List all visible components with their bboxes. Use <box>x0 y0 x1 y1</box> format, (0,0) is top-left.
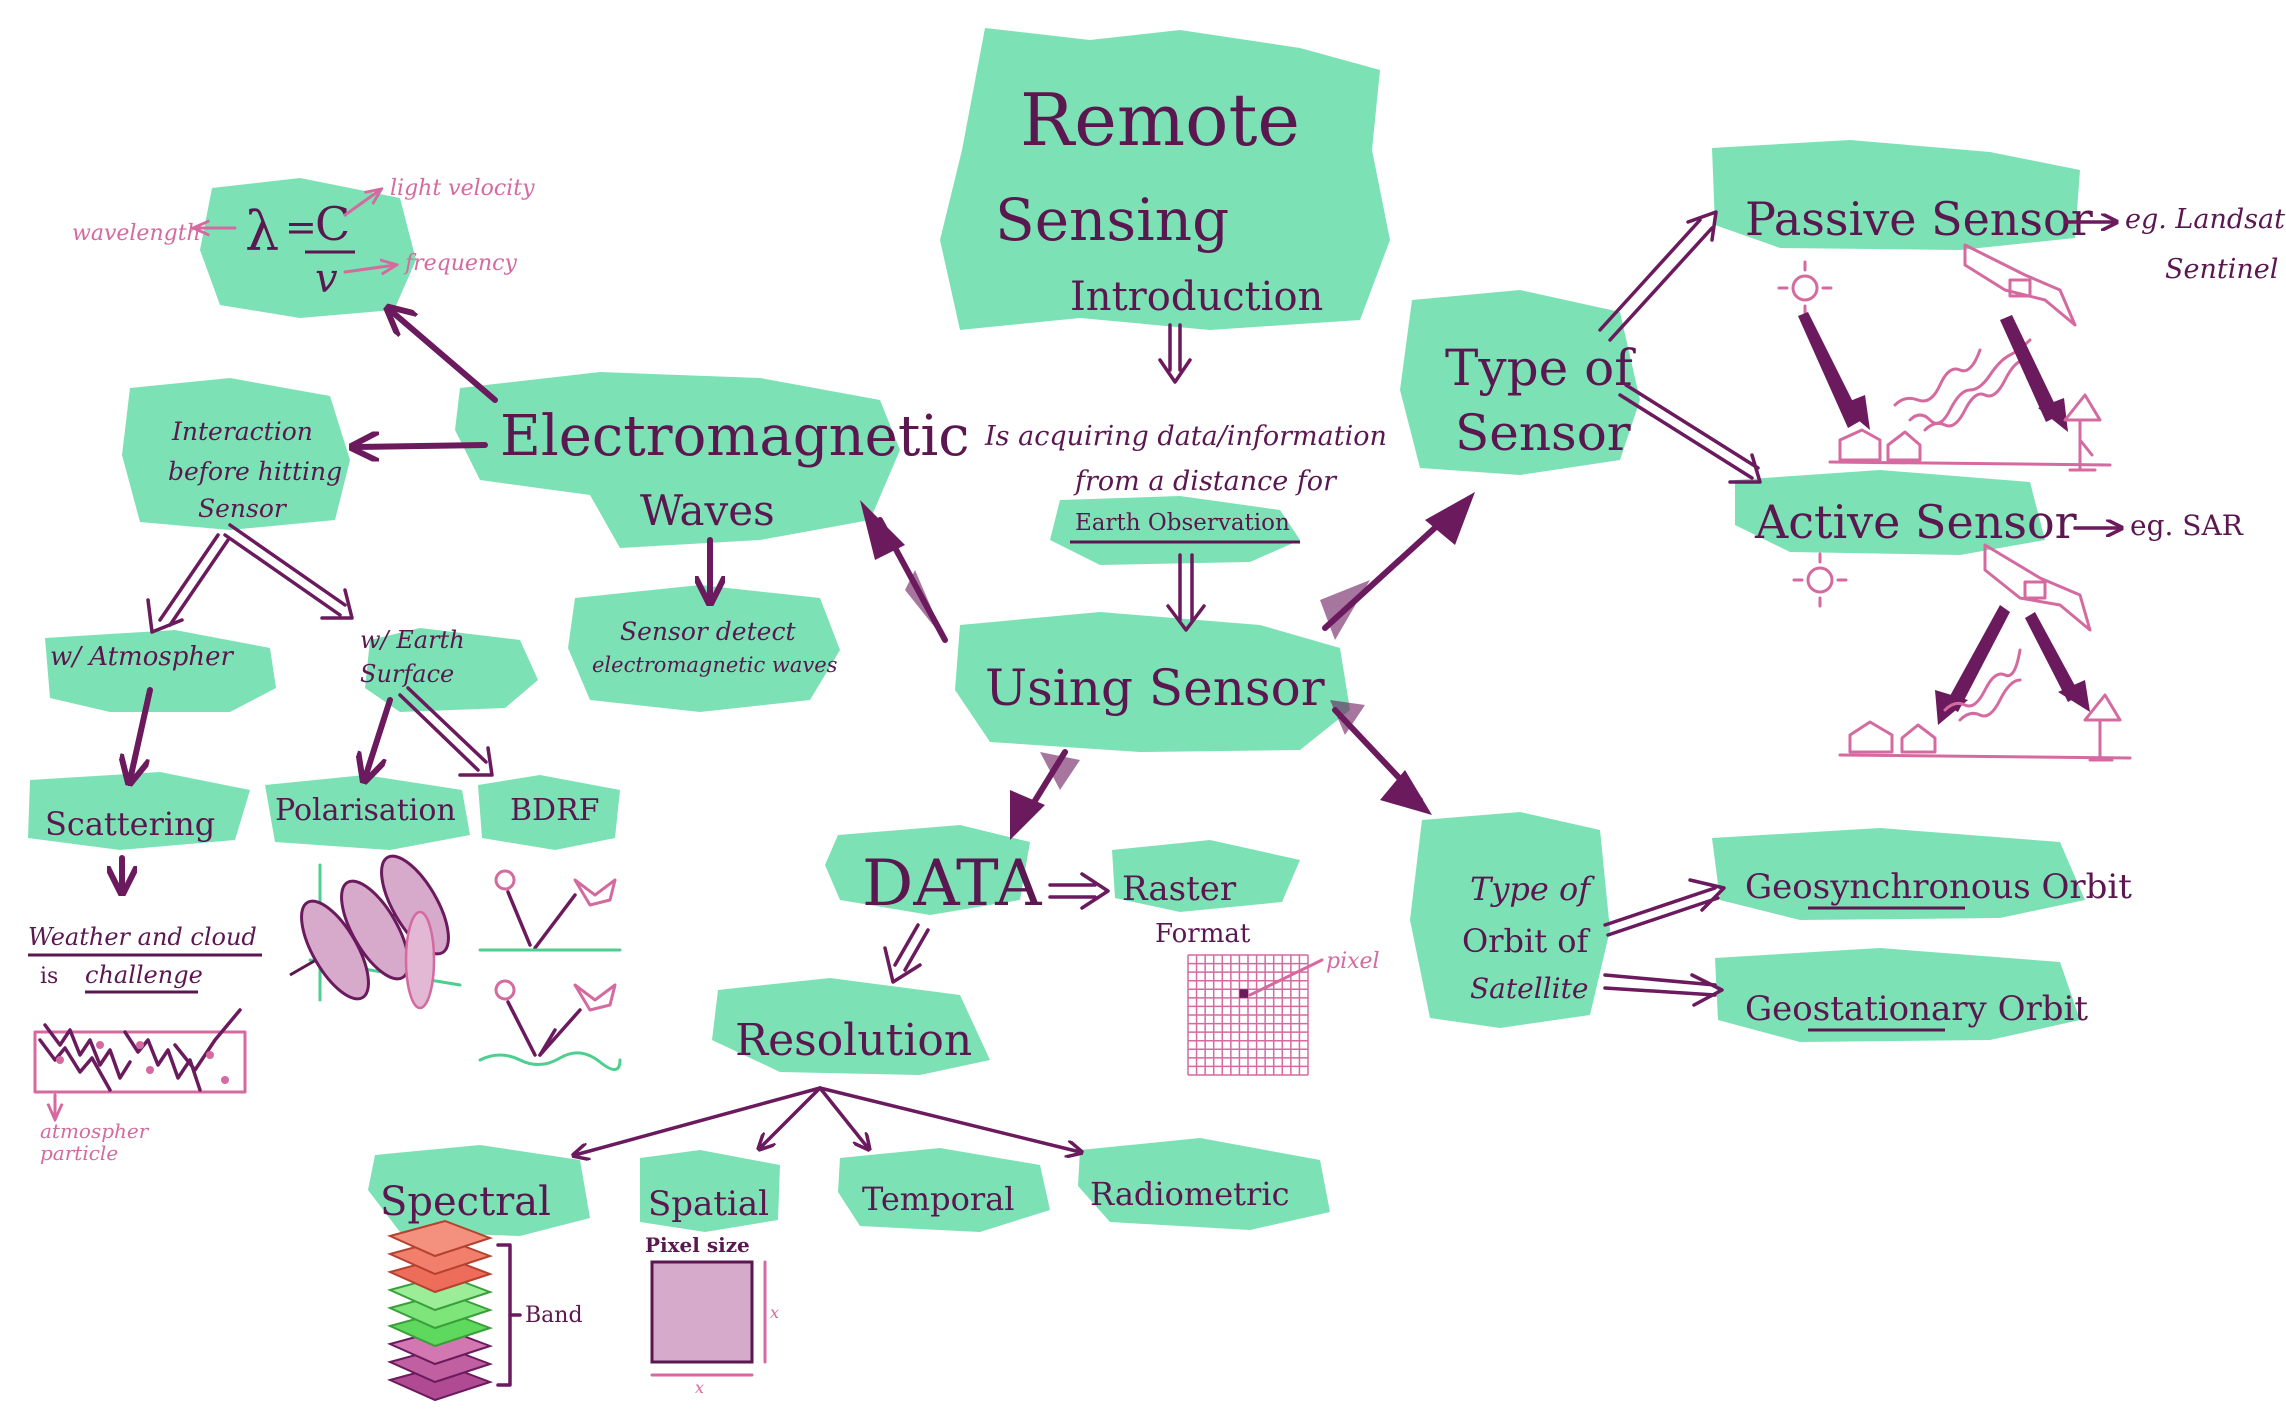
active-illustration <box>1792 543 2132 762</box>
em-title-line-2: Waves <box>640 486 775 535</box>
orbit-title-line-1: Type of <box>1470 870 1595 908</box>
sensor-branch: Type of Sensor Passive Sensor eg. Landsa… <box>1445 192 2285 762</box>
em-branch: Electromagnetic Waves λ = C v wavelength… <box>28 176 970 1165</box>
scattering-label: Scattering <box>45 805 215 843</box>
passive-illustration <box>1777 243 2112 472</box>
particle-line-2: particle <box>40 1141 118 1165</box>
interaction-line-3: Sensor <box>198 494 288 523</box>
active-eg: eg. SAR <box>2130 509 2244 542</box>
earth-line-2: Surface <box>360 660 454 688</box>
scattering-illustration <box>33 1008 247 1118</box>
orbit-branch: Type of Orbit of Satellite Geosynchronou… <box>1462 867 2132 1032</box>
title-line-2: Sensing <box>995 186 1229 254</box>
definition-line-2: from a distance for <box>1073 466 1338 497</box>
raster-pixel-label: pixel <box>1326 949 1380 974</box>
particle-line-1: atmospher <box>40 1119 150 1143</box>
polarisation-illustration <box>289 854 462 1010</box>
title-line-3: Introduction <box>1070 274 1323 320</box>
temporal-label: Temporal <box>862 1180 1015 1218</box>
data-label: DATA <box>862 847 1042 921</box>
data-branch: DATA Raster Format pixel Resolution Spec… <box>380 847 1380 1402</box>
title-line-1: Remote <box>1020 78 1300 162</box>
band-stack <box>387 1219 522 1402</box>
definition-line-1: Is acquiring data/information <box>984 421 1387 452</box>
formula-v: v <box>315 256 338 302</box>
polarisation-label: Polarisation <box>275 793 456 828</box>
raster-line-2: Format <box>1155 919 1251 949</box>
center-arrows <box>860 492 1475 840</box>
weather-is: is <box>40 964 58 989</box>
passive-eg-line-2: Sentinel <box>2165 254 2278 285</box>
pixel-height-label: x <box>770 1303 779 1322</box>
formula-c: C <box>315 197 350 251</box>
bdrf-illustration <box>478 869 622 1071</box>
geostat-label: Geostationary Orbit <box>1745 989 2088 1029</box>
center-label: Using Sensor <box>985 659 1325 717</box>
formula-wavelength: wavelength <box>72 221 201 246</box>
interaction-line-1: Interaction <box>171 417 313 446</box>
radiometric-label: Radiometric <box>1090 1175 1289 1213</box>
raster-line-1: Raster <box>1122 869 1237 909</box>
formula-light-velocity: light velocity <box>390 176 535 201</box>
orbit-title-line-2: Orbit of <box>1462 922 1591 960</box>
definition-line-3: Earth Observation <box>1075 510 1290 536</box>
orbit-title-line-3: Satellite <box>1470 972 1588 1005</box>
weather-line-1: Weather and cloud <box>28 923 257 951</box>
spectral-label: Spectral <box>380 1179 551 1225</box>
weather-challenge: challenge <box>85 961 203 989</box>
detect-line-2: electromagnetic waves <box>592 653 838 677</box>
definition-block: Is acquiring data/information from a dis… <box>984 421 1387 544</box>
passive-label: Passive Sensor <box>1745 192 2093 246</box>
pixel-size-label: Pixel size <box>645 1233 750 1257</box>
formula-equals: = <box>285 205 317 249</box>
detect-line-1: Sensor detect <box>620 617 796 646</box>
interaction-line-2: before hitting <box>168 457 342 486</box>
bdrf-label: BDRF <box>510 793 600 828</box>
sensor-title-line-2: Sensor <box>1455 404 1631 462</box>
spatial-label: Spatial <box>648 1184 769 1224</box>
title-block: Remote Sensing Introduction <box>995 78 1323 320</box>
highlight-blobs <box>28 28 2085 1236</box>
raster-grid <box>1187 954 1309 1076</box>
band-label: Band <box>525 1303 583 1328</box>
pixel-box <box>650 1260 754 1364</box>
sensor-title-line-1: Type of <box>1445 339 1636 397</box>
raster-highlighted-pixel <box>1239 989 1248 998</box>
passive-eg-line-1: eg. Landsat <box>2125 204 2285 235</box>
formula-frequency: frequency <box>403 251 517 276</box>
atmosphere-label: w/ Atmospher <box>50 642 234 672</box>
resolution-label: Resolution <box>735 1015 972 1066</box>
active-label: Active Sensor <box>1754 495 2077 549</box>
pixel-width-label: x <box>695 1378 704 1397</box>
geosync-label: Geosynchronous Orbit <box>1745 867 2132 907</box>
earth-line-1: w/ Earth <box>360 626 465 654</box>
formula-lambda: λ <box>245 200 279 263</box>
em-title-line-1: Electromagnetic <box>500 404 970 469</box>
